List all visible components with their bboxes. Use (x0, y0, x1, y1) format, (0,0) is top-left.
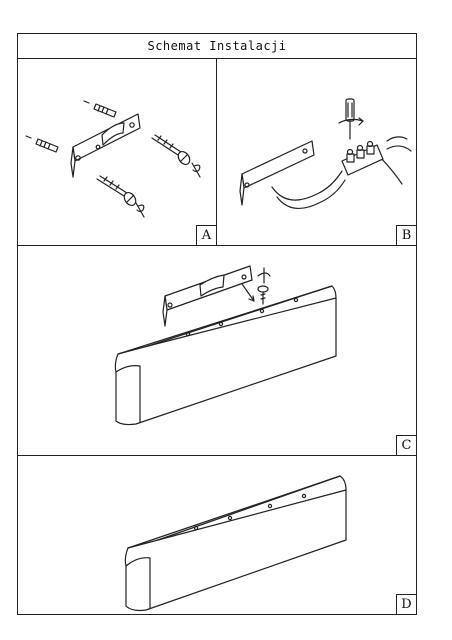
rotate-arrow-icon (338, 117, 364, 126)
screw-icon (96, 175, 137, 207)
mounting-bracket-icon (70, 113, 141, 178)
screw-icon (151, 134, 191, 166)
mounting-bracket-icon (162, 265, 253, 327)
wall-plug-icon (25, 135, 59, 153)
rotate-arrow-icon (257, 267, 271, 284)
direction-arrow-head (248, 295, 255, 302)
wall-plug-icon (83, 100, 117, 118)
step-a-illustration (25, 100, 201, 218)
terminal-block-icon (341, 140, 384, 176)
installation-diagram-sheet: Schemat Instalacji (17, 33, 417, 615)
direction-arrow (241, 283, 255, 302)
screwdriver-icon (345, 98, 355, 140)
step-b-illustration (239, 98, 412, 209)
cable-icon (271, 136, 412, 209)
step-c-illustration (114, 265, 337, 426)
rotate-arrow-icon (191, 162, 201, 178)
lamp-housing-icon (114, 285, 337, 426)
lamp-housing-icon (124, 475, 347, 612)
panel-step-a: A (18, 59, 217, 246)
step-d-illustration (124, 475, 347, 612)
step-label-c: C (396, 435, 416, 455)
step-label-a: A (196, 225, 216, 245)
panel-step-c: C (18, 246, 416, 456)
diagram-title: Schemat Instalacji (18, 34, 416, 59)
step-label-b: B (396, 225, 416, 245)
screw-icon (257, 285, 269, 305)
panel-step-d: D (18, 456, 416, 614)
rotate-arrow-icon (135, 202, 145, 218)
mounting-bracket-icon (239, 140, 315, 206)
step-label-d: D (396, 594, 416, 614)
panel-step-b: B (217, 59, 416, 246)
